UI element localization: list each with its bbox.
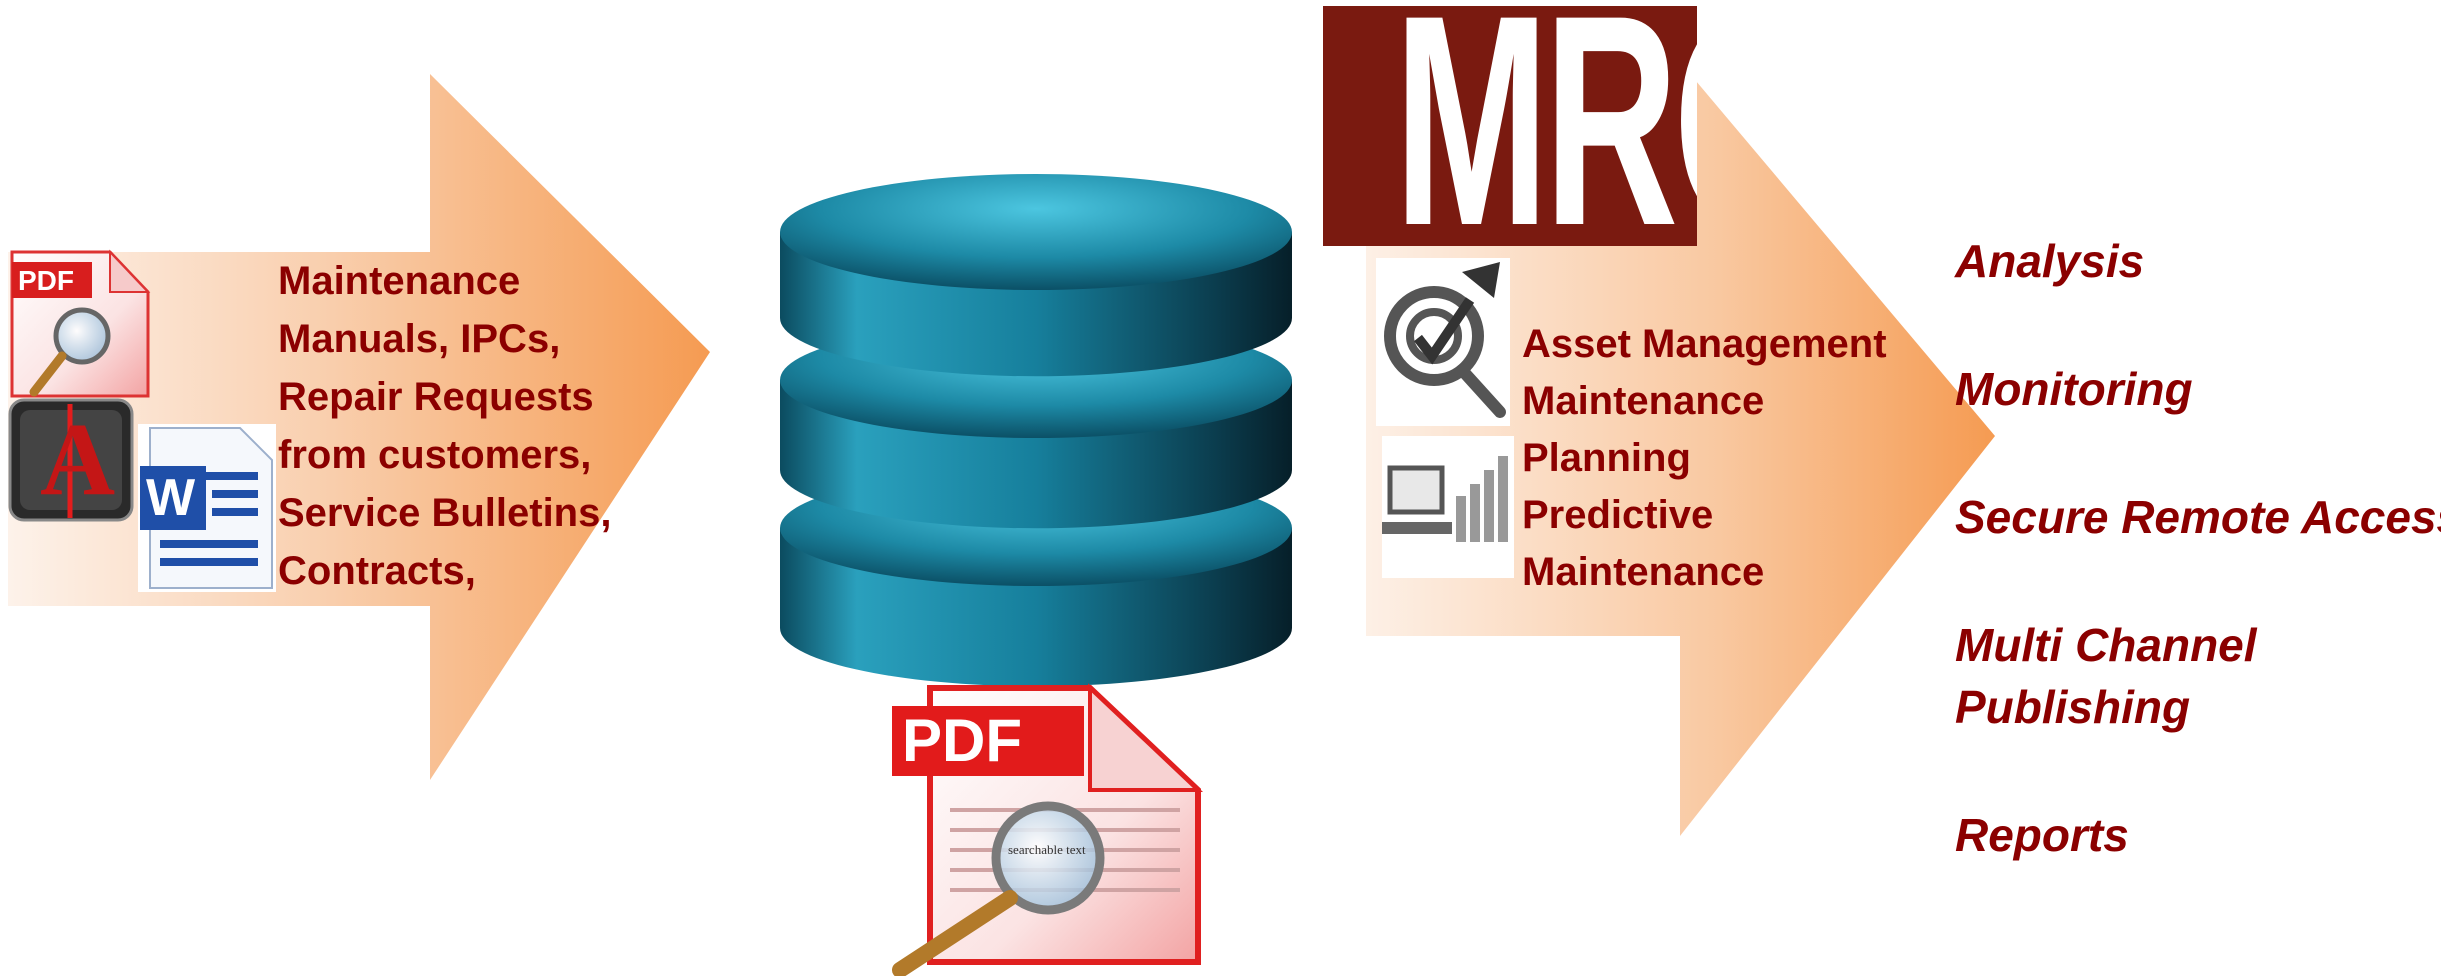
output-item-multi-channel: Multi Channel: [1955, 619, 2257, 671]
mro-logo: MRO: [1323, 6, 1697, 246]
input-line: Manuals, IPCs,: [278, 317, 561, 361]
mro-function-line: Asset Management: [1522, 322, 1887, 366]
mro-function-line: Predictive: [1522, 493, 1714, 537]
pdf-badge-label: PDF: [18, 265, 74, 296]
input-line: from customers,: [278, 433, 592, 477]
output-item-publishing: Publishing: [1955, 681, 2191, 733]
pdf-icon: [10, 249, 151, 398]
searchable-text-caption: searchable text: [1008, 842, 1086, 857]
computer-chart-icon: [1382, 436, 1514, 578]
input-line: Service Bulletins,: [278, 491, 612, 535]
database-icon: [780, 174, 1292, 687]
output-item-reports: Reports: [1955, 809, 2129, 861]
input-line: Maintenance: [278, 259, 521, 303]
acrobat-badge-label: A: [40, 402, 116, 517]
input-arrow: [8, 74, 710, 780]
output-item-analysis: Analysis: [1955, 235, 2145, 287]
mro-logo-text: MRO: [1394, 6, 1697, 246]
input-line: Contracts,: [278, 549, 476, 593]
pdf-large-badge-label: PDF: [902, 707, 1022, 774]
pdf-searchable-icon: [892, 683, 1204, 976]
acrobat-icon: [8, 398, 134, 522]
output-list: Analysis Monitoring Secure Remote Access…: [1955, 230, 2441, 866]
mro-functions-text: Asset Management Maintenance Planning Pr…: [1522, 316, 1887, 601]
input-documents-text: Maintenance Manuals, IPCs, Repair Reques…: [278, 252, 611, 600]
mro-arrow: [1366, 62, 1995, 836]
output-item-secure-remote-access: Secure Remote Access: [1955, 491, 2441, 543]
word-icon: [138, 424, 276, 592]
output-item-monitoring: Monitoring: [1955, 363, 2193, 415]
asset-management-icon: [1376, 258, 1510, 426]
mro-function-line: Maintenance: [1522, 379, 1765, 423]
mro-function-line: Planning: [1522, 436, 1691, 480]
mro-function-line: Maintenance: [1522, 550, 1765, 594]
word-badge-label: W: [146, 469, 196, 527]
input-line: Repair Requests: [278, 375, 594, 419]
